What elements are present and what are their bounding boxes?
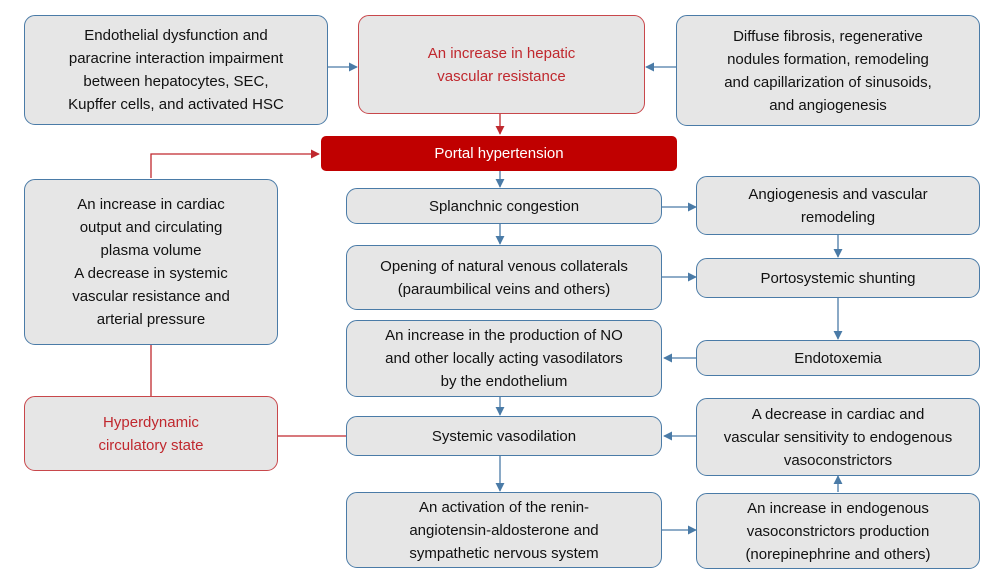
node-vasoconstrictors-production: An increase in endogenous vasoconstricto… <box>696 493 980 569</box>
node-no-production: An increase in the production of NO and … <box>346 320 662 397</box>
node-hyperdynamic-state-text: Hyperdynamic circulatory state <box>98 413 204 454</box>
node-hyperdynamic-state: Hyperdynamic circulatory state <box>24 396 278 471</box>
node-diffuse-fibrosis-text: Diffuse fibrosis, regenerative nodules f… <box>724 27 932 114</box>
arrow-cardiac-to-portal <box>150 149 320 178</box>
node-splanchnic-congestion-text: Splanchnic congestion <box>428 197 580 215</box>
node-portosystemic-shunting-text: Portosystemic shunting <box>760 269 916 287</box>
node-hepatic-vascular-resistance: An increase in hepatic vascular resistan… <box>358 15 645 114</box>
node-systemic-vasodilation: Systemic vasodilation <box>346 416 662 456</box>
node-systemic-vasodilation-text: Systemic vasodilation <box>431 427 577 445</box>
node-angiogenesis-remodeling-text: Angiogenesis and vascular remodeling <box>748 185 928 226</box>
node-cardiac-output: An increase in cardiac output and circul… <box>24 179 278 345</box>
node-cardiac-output-text: An increase in cardiac output and circul… <box>72 196 230 328</box>
node-diffuse-fibrosis: Diffuse fibrosis, regenerative nodules f… <box>676 15 980 126</box>
node-endotoxemia: Endotoxemia <box>696 340 980 376</box>
node-splanchnic-congestion: Splanchnic congestion <box>346 188 662 224</box>
node-raas-activation-text: An activation of the renin- angiotensin-… <box>409 498 599 562</box>
node-venous-collaterals-text: Opening of natural venous collaterals (p… <box>380 257 628 298</box>
node-venous-collaterals: Opening of natural venous collaterals (p… <box>346 245 662 310</box>
node-decreased-sensitivity: A decrease in cardiac and vascular sensi… <box>696 398 980 476</box>
node-vasoconstrictors-production-text: An increase in endogenous vasoconstricto… <box>745 499 931 563</box>
node-portal-hypertension-text: Portal hypertension <box>434 145 564 162</box>
node-angiogenesis-remodeling: Angiogenesis and vascular remodeling <box>696 176 980 235</box>
node-portosystemic-shunting: Portosystemic shunting <box>696 258 980 298</box>
node-endotoxemia-text: Endotoxemia <box>794 349 882 367</box>
node-raas-activation: An activation of the renin- angiotensin-… <box>346 492 662 568</box>
node-portal-hypertension: Portal hypertension <box>321 136 677 171</box>
node-endothelial-dysfunction: Endothelial dysfunction and paracrine in… <box>24 15 328 125</box>
node-decreased-sensitivity-text: A decrease in cardiac and vascular sensi… <box>723 405 953 469</box>
node-hepatic-vascular-resistance-text: An increase in hepatic vascular resistan… <box>427 44 576 85</box>
node-no-production-text: An increase in the production of NO and … <box>385 327 623 390</box>
node-endothelial-dysfunction-text: Endothelial dysfunction and paracrine in… <box>68 27 284 113</box>
